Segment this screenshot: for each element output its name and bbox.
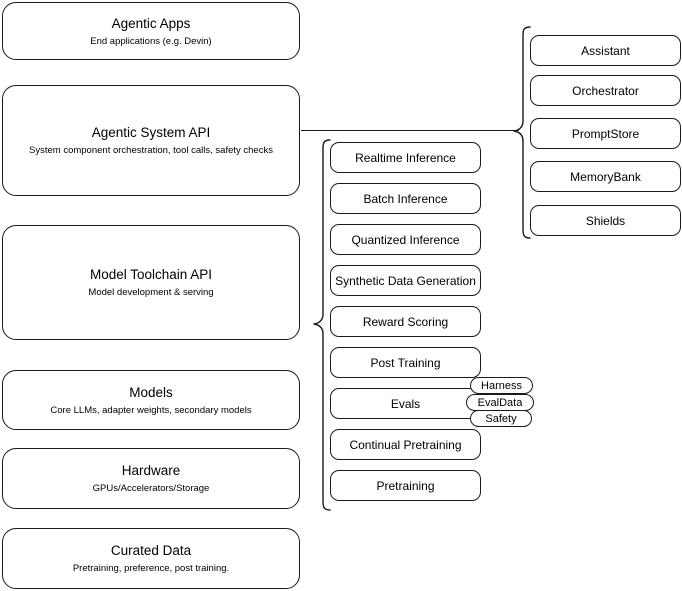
node-label: Harness [481,379,522,392]
brace-toolchain [312,138,332,518]
node-label: EvalData [477,396,523,409]
node-label: Assistant [581,43,630,58]
node-label: Continual Pretraining [349,437,462,452]
layer-title: Agentic Apps [111,15,191,31]
system-node-shields[interactable]: Shields [530,205,681,236]
toolchain-node-continual-pretraining[interactable]: Continual Pretraining [330,429,481,460]
eval-subnode-evaldata[interactable]: EvalData [466,394,534,411]
layer-title: Hardware [121,463,181,478]
layer-card-curated-data[interactable]: Curated Data Pretraining, preference, po… [2,528,300,589]
node-label: Orchestrator [572,83,639,98]
layer-card-model-toolchain-api[interactable]: Model Toolchain API Model development & … [2,225,300,340]
layer-title: Model Toolchain API [89,267,213,282]
layer-card-agentic-apps[interactable]: Agentic Apps End applications (e.g. Devi… [2,2,300,60]
node-label: Realtime Inference [355,150,456,165]
toolchain-node-batch-inference[interactable]: Batch Inference [330,183,481,214]
layer-subtitle: System component orchestration, tool cal… [29,145,273,156]
toolchain-node-synthetic-data-generation[interactable]: Synthetic Data Generation [330,265,481,296]
node-label: Shields [585,213,626,228]
node-label: Batch Inference [363,191,448,206]
node-label: MemoryBank [570,169,641,184]
node-label: Post Training [370,355,441,370]
node-label: Pretraining [376,478,435,493]
node-label: Quantized Inference [351,232,460,247]
eval-subnode-harness[interactable]: Harness [470,377,533,394]
node-label: Reward Scoring [362,314,449,329]
system-node-orchestrator[interactable]: Orchestrator [530,75,681,106]
layer-subtitle: Model development & serving [88,287,214,298]
layer-card-agentic-system-api[interactable]: Agentic System API System component orch… [2,85,300,196]
layer-subtitle: End applications (e.g. Devin) [90,35,212,47]
brace-system-components [512,25,532,247]
layer-title: Models [129,384,173,400]
toolchain-node-quantized-inference[interactable]: Quantized Inference [330,224,481,255]
toolchain-node-pretraining[interactable]: Pretraining [330,470,481,501]
layer-card-hardware[interactable]: Hardware GPUs/Accelerators/Storage [2,448,300,509]
node-label: Safety [485,412,517,425]
toolchain-node-post-training[interactable]: Post Training [330,347,481,378]
system-node-assistant[interactable]: Assistant [530,35,681,66]
connector-system-api-to-components [301,130,519,131]
system-node-promptstore[interactable]: PromptStore [530,118,681,149]
node-label: PromptStore [571,126,640,141]
layer-title: Agentic System API [91,125,211,140]
eval-subnode-safety[interactable]: Safety [470,410,532,427]
layer-card-models[interactable]: Models Core LLMs, adapter weights, secon… [2,370,300,430]
toolchain-node-realtime-inference[interactable]: Realtime Inference [330,142,481,173]
toolchain-node-evals[interactable]: Evals [330,388,481,419]
layer-subtitle: Core LLMs, adapter weights, secondary mo… [50,404,252,416]
layer-subtitle: GPUs/Accelerators/Storage [92,483,210,494]
layer-subtitle: Pretraining, preference, post training. [72,563,230,574]
system-node-memorybank[interactable]: MemoryBank [530,161,681,192]
node-label: Evals [390,396,421,411]
node-label: Synthetic Data Generation [335,273,476,288]
toolchain-node-reward-scoring[interactable]: Reward Scoring [330,306,481,337]
layer-title: Curated Data [110,543,192,558]
